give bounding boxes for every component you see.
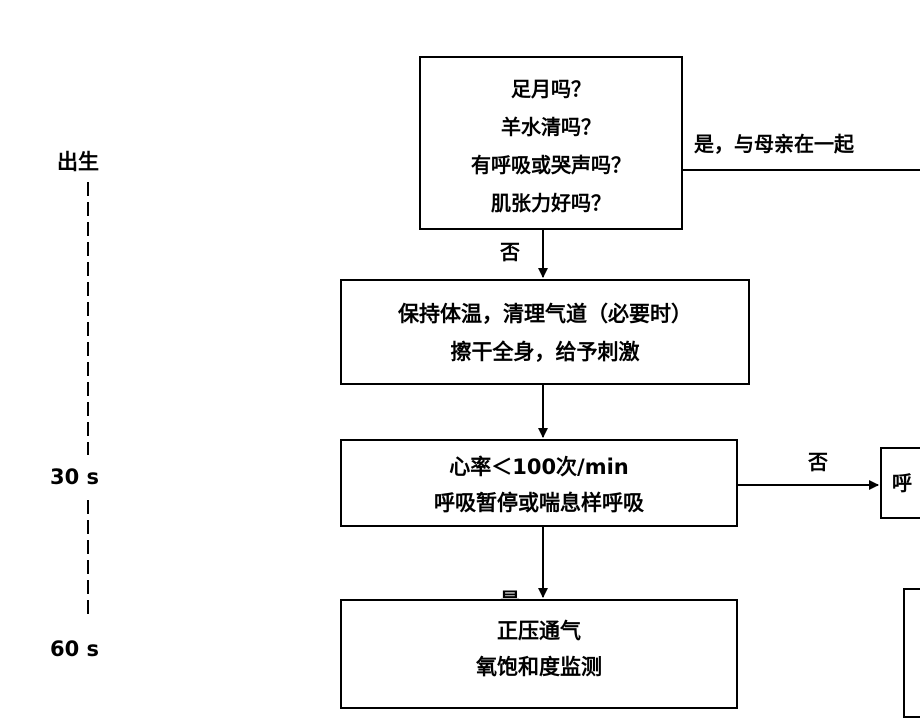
timeline-birth-label: 出生: [57, 150, 99, 174]
ppv-line-1: 正压通气: [497, 619, 581, 643]
edge-label-hr-no: 否: [808, 450, 828, 474]
heart-rate-check-box: 心率＜100次/min 呼吸暂停或喘息样呼吸: [340, 439, 738, 527]
timeline-30s-label: 30 s: [50, 465, 100, 489]
assessment-line-tone: 肌张力好吗？: [491, 191, 611, 215]
initial-steps-line-2: 擦干全身，给予刺激: [450, 340, 640, 364]
edge-label-assessment-no: 否: [500, 240, 520, 264]
ppv-box: 正压通气 氧饱和度监测: [340, 599, 738, 709]
initial-steps-line-1: 保持体温，清理气道（必要时）: [398, 302, 692, 326]
right-partial-text: 呼: [892, 471, 912, 495]
assessment-line-term: 足月吗？: [511, 77, 591, 101]
assessment-box: 足月吗？ 羊水清吗？ 有呼吸或哭声吗？ 肌张力好吗？: [419, 56, 683, 230]
initial-steps-box: 保持体温，清理气道（必要时） 擦干全身，给予刺激: [340, 279, 750, 385]
timeline-60s-label: 60 s: [50, 637, 100, 661]
edge-label-assessment-yes: 是，与母亲在一起: [694, 132, 854, 156]
ppv-line-2: 氧饱和度监测: [476, 655, 602, 679]
connectors-layer: [87, 169, 920, 620]
hr-check-line-2: 呼吸暂停或喘息样呼吸: [434, 491, 644, 515]
assessment-line-amniotic: 羊水清吗？: [501, 115, 601, 139]
assessment-line-breathing: 有呼吸或哭声吗？: [471, 153, 631, 177]
right-partial-box-lower: [903, 588, 920, 718]
right-partial-box-upper: 呼: [880, 447, 920, 519]
hr-check-line-1: 心率＜100次/min: [449, 455, 629, 479]
